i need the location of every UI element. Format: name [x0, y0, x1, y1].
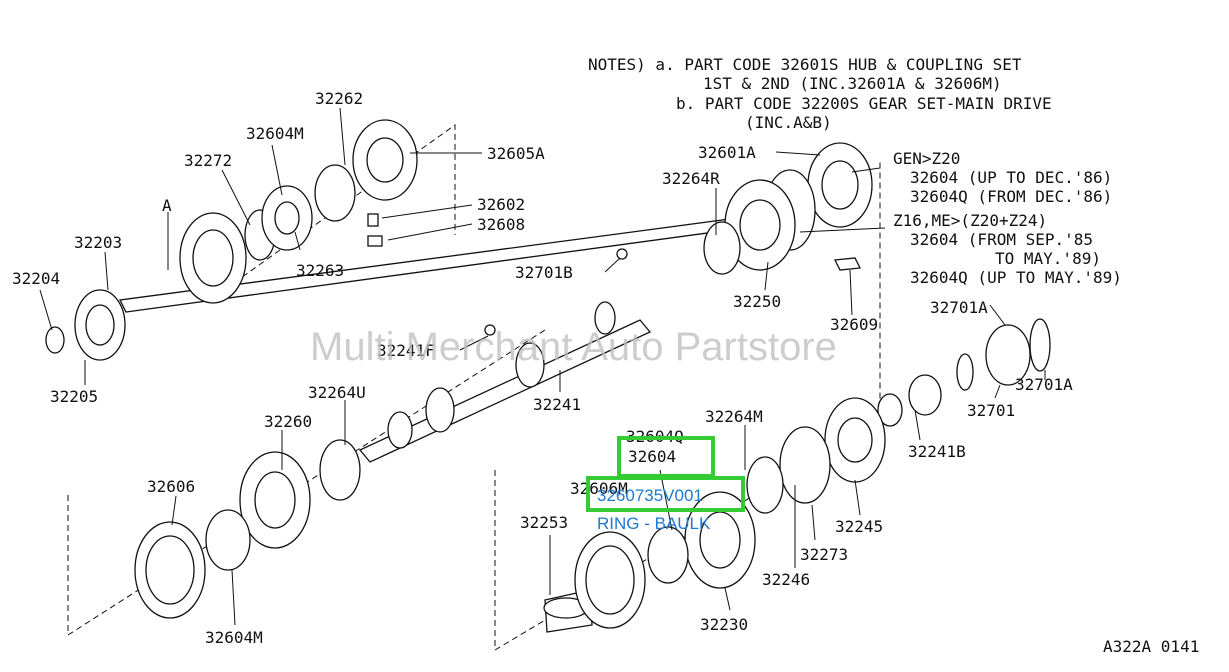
- part-label[interactable]: 32701B: [515, 263, 573, 282]
- part-label[interactable]: 32608: [477, 215, 525, 234]
- part-label[interactable]: 32253: [520, 513, 568, 532]
- input-gear-assembly: [45, 119, 418, 361]
- part-label[interactable]: 32263: [296, 261, 344, 280]
- leader-lines: [39, 107, 1046, 626]
- part-label[interactable]: 32241: [533, 395, 581, 414]
- part-label[interactable]: 32230: [700, 615, 748, 634]
- part-label[interactable]: 32609: [830, 315, 878, 334]
- overlay-part-code[interactable]: 3260735V001: [597, 486, 703, 505]
- part-label[interactable]: 32606: [147, 477, 195, 496]
- applicability-gen-b: 32604Q (FROM DEC.'86): [910, 187, 1112, 206]
- part-label[interactable]: 32205: [50, 387, 98, 406]
- part-label[interactable]: 32602: [477, 195, 525, 214]
- part-label[interactable]: 32241B: [908, 442, 966, 461]
- part-label: A: [162, 196, 172, 215]
- part-label[interactable]: 32204: [12, 269, 60, 288]
- highlight-group: 32604Q 32604 32606M 3260735V001 RING - B…: [570, 427, 745, 533]
- note-line-4: (INC.A&B): [745, 113, 832, 132]
- part-label[interactable]: 32260: [264, 412, 312, 431]
- highlight-part-under[interactable]: 32606M: [570, 479, 628, 498]
- part-label[interactable]: 32264U: [308, 383, 366, 402]
- note-line-1: NOTES) a. PART CODE 32601S HUB & COUPLIN…: [588, 55, 1022, 74]
- applicability-gen: GEN>Z20: [893, 149, 960, 168]
- part-labels: 32262 32604M 32605A 32272 32602 32608 32…: [12, 89, 1073, 647]
- part-label[interactable]: 32241F: [377, 341, 435, 360]
- upper-gear-cluster: [484, 142, 873, 336]
- overlay-box[interactable]: [586, 476, 745, 512]
- applicability-z16: Z16,ME>(Z20+Z24): [893, 211, 1047, 230]
- applicability-z16-b: TO MAY.'89): [995, 249, 1101, 268]
- part-label[interactable]: 32264R: [662, 169, 720, 188]
- part-label[interactable]: 32245: [835, 517, 883, 536]
- part-label[interactable]: 32246: [762, 570, 810, 589]
- part-label[interactable]: 32701A: [1015, 375, 1073, 394]
- part-label[interactable]: 32601A: [698, 143, 756, 162]
- figure-code: A322A 0141: [1103, 637, 1199, 656]
- mid-shaft-parts: [387, 301, 616, 449]
- part-label[interactable]: 32605A: [487, 144, 545, 163]
- lower-left-gear-assembly: [134, 439, 361, 619]
- part-label[interactable]: 32272: [184, 151, 232, 170]
- note-line-2: 1ST & 2ND (INC.32601A & 32606M): [703, 74, 1002, 93]
- part-label[interactable]: 32262: [315, 89, 363, 108]
- note-line-3: b. PART CODE 32200S GEAR SET-MAIN DRIVE: [676, 94, 1052, 113]
- notes-block: NOTES) a. PART CODE 32601S HUB & COUPLIN…: [588, 55, 1052, 132]
- part-label[interactable]: 32701A: [930, 298, 988, 317]
- part-label[interactable]: 32701: [967, 401, 1015, 420]
- lower-right-gear-assembly: [574, 318, 1051, 629]
- watermark: Multi Merchant Auto Partstore: [310, 325, 837, 369]
- part-label[interactable]: 32604M: [246, 124, 304, 143]
- part-label[interactable]: 32250: [733, 292, 781, 311]
- applicability-gen-a: 32604 (UP TO DEC.'86): [910, 168, 1112, 187]
- highlight-part-selected[interactable]: 32604: [628, 447, 676, 466]
- applicability-block: GEN>Z20 32604 (UP TO DEC.'86) 32604Q (FR…: [893, 149, 1122, 287]
- part-label[interactable]: 32273: [800, 545, 848, 564]
- applicability-z16-a: 32604 (FROM SEP.'85: [910, 230, 1093, 249]
- part-label[interactable]: 32604M: [205, 628, 263, 647]
- part-label[interactable]: 32203: [74, 233, 122, 252]
- overlay-part-name[interactable]: RING - BAULK: [597, 514, 711, 533]
- part-label[interactable]: 32264M: [705, 407, 763, 426]
- applicability-z16-c: 32604Q (UP TO MAY.'89): [910, 268, 1122, 287]
